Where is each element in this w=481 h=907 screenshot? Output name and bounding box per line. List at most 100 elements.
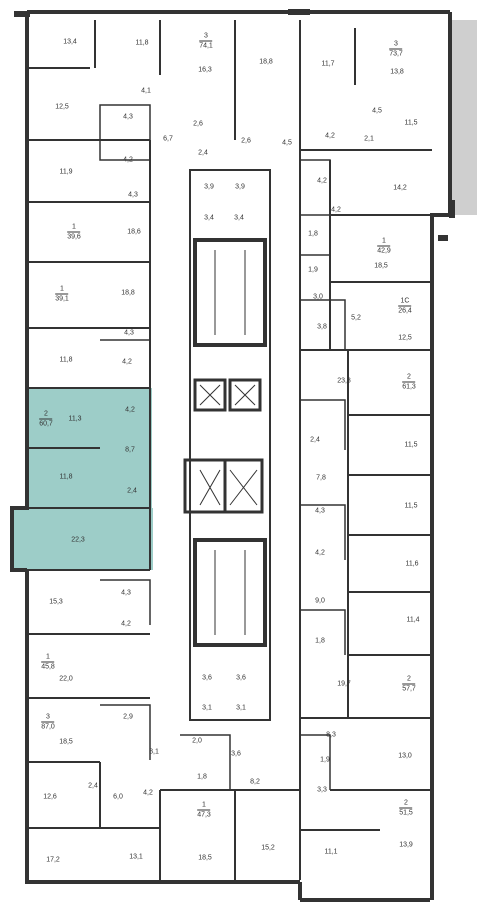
room-area: 13,0 <box>398 752 412 760</box>
room-area: 11,5 <box>404 441 418 449</box>
room-area: 4,1 <box>141 87 151 95</box>
room-area: 22,3 <box>71 536 85 544</box>
room-area: 1,9 <box>320 756 330 764</box>
room-area: 2,4 <box>198 149 208 157</box>
room-area: 4,2 <box>123 156 133 164</box>
room-area: 12,5 <box>398 334 412 342</box>
room-area: 22,0 <box>59 675 73 683</box>
window-strip <box>452 20 477 215</box>
room-area: 23,8 <box>337 377 351 385</box>
room-area: 4,2 <box>143 789 153 797</box>
room-area: 2,6 <box>193 120 203 128</box>
room-area: 4,3 <box>123 113 133 121</box>
room-area: 3,1 <box>202 704 212 712</box>
room-area: 4,2 <box>121 620 131 628</box>
room-area: 3,6 <box>231 750 241 758</box>
room-area: 11,5 <box>404 502 418 510</box>
room-area: 13,4 <box>63 38 77 46</box>
selected-apartment-fill[interactable] <box>13 388 153 570</box>
room-area: 3,4 <box>234 214 244 222</box>
room-area: 4,3 <box>128 191 138 199</box>
room-area: 18,6 <box>127 228 141 236</box>
room-area: 14,2 <box>393 184 407 192</box>
room-area: 18,8 <box>259 58 273 66</box>
room-area: 6,0 <box>113 793 123 801</box>
room-area: 8,1 <box>149 748 159 756</box>
room-area: 15,3 <box>49 598 63 606</box>
room-area: 18,5 <box>198 854 212 862</box>
room-area: 3,9 <box>235 183 245 191</box>
room-area: 3,9 <box>204 183 214 191</box>
room-area: 11,4 <box>406 616 420 624</box>
room-area: 16,3 <box>198 66 212 74</box>
room-area: 4,2 <box>122 358 132 366</box>
room-area: 17,2 <box>46 856 60 864</box>
room-area: 5,2 <box>351 314 361 322</box>
room-area: 4,2 <box>331 206 341 214</box>
room-area: 18,5 <box>374 262 388 270</box>
room-area: 4,5 <box>372 107 382 115</box>
room-area: 11,8 <box>59 473 73 481</box>
room-area: 4,5 <box>282 139 292 147</box>
room-area: 2,6 <box>241 137 251 145</box>
room-area: 11,1 <box>324 848 338 856</box>
room-area: 7,8 <box>316 474 326 482</box>
room-area: 11,6 <box>405 560 419 568</box>
room-area: 2,4 <box>127 487 137 495</box>
room-area: 3,1 <box>236 704 246 712</box>
room-area: 13,9 <box>399 841 413 849</box>
room-area: 11,7 <box>321 60 335 68</box>
room-area: 4,2 <box>315 549 325 557</box>
room-area: 8,7 <box>125 446 135 454</box>
room-area: 2,4 <box>88 782 98 790</box>
room-area: 18,5 <box>59 738 73 746</box>
room-area: 3,3 <box>317 786 327 794</box>
room-area: 1,8 <box>315 637 325 645</box>
room-area: 11,8 <box>59 356 73 364</box>
room-area: 3,6 <box>236 674 246 682</box>
room-area: 3,4 <box>204 214 214 222</box>
room-area: 11,5 <box>404 119 418 127</box>
room-area: 8,2 <box>250 778 260 786</box>
room-area: 4,2 <box>317 177 327 185</box>
room-area: 13,8 <box>390 68 404 76</box>
room-area: 12,5 <box>55 103 69 111</box>
room-area: 2,0 <box>192 737 202 745</box>
room-area: 1,8 <box>308 230 318 238</box>
room-area: 1,8 <box>197 773 207 781</box>
room-area: 18,8 <box>121 289 135 297</box>
room-area: 1,9 <box>308 266 318 274</box>
walls <box>10 9 455 902</box>
room-area: 9,0 <box>315 597 325 605</box>
room-area: 4,3 <box>121 589 131 597</box>
room-area: 8,3 <box>326 731 336 739</box>
room-area: 11,3 <box>68 415 82 423</box>
room-area: 4,2 <box>325 132 335 140</box>
room-area: 19,7 <box>337 680 351 688</box>
room-area: 4,3 <box>124 329 134 337</box>
room-area: 2,1 <box>364 135 374 143</box>
room-area: 4,3 <box>315 507 325 515</box>
room-area: 12,6 <box>43 793 57 801</box>
room-area: 3,6 <box>202 674 212 682</box>
room-area: 3,8 <box>317 323 327 331</box>
room-area: 11,9 <box>59 168 73 176</box>
room-area: 15,2 <box>261 844 275 852</box>
room-area: 2,4 <box>310 436 320 444</box>
room-area: 4,2 <box>125 406 135 414</box>
